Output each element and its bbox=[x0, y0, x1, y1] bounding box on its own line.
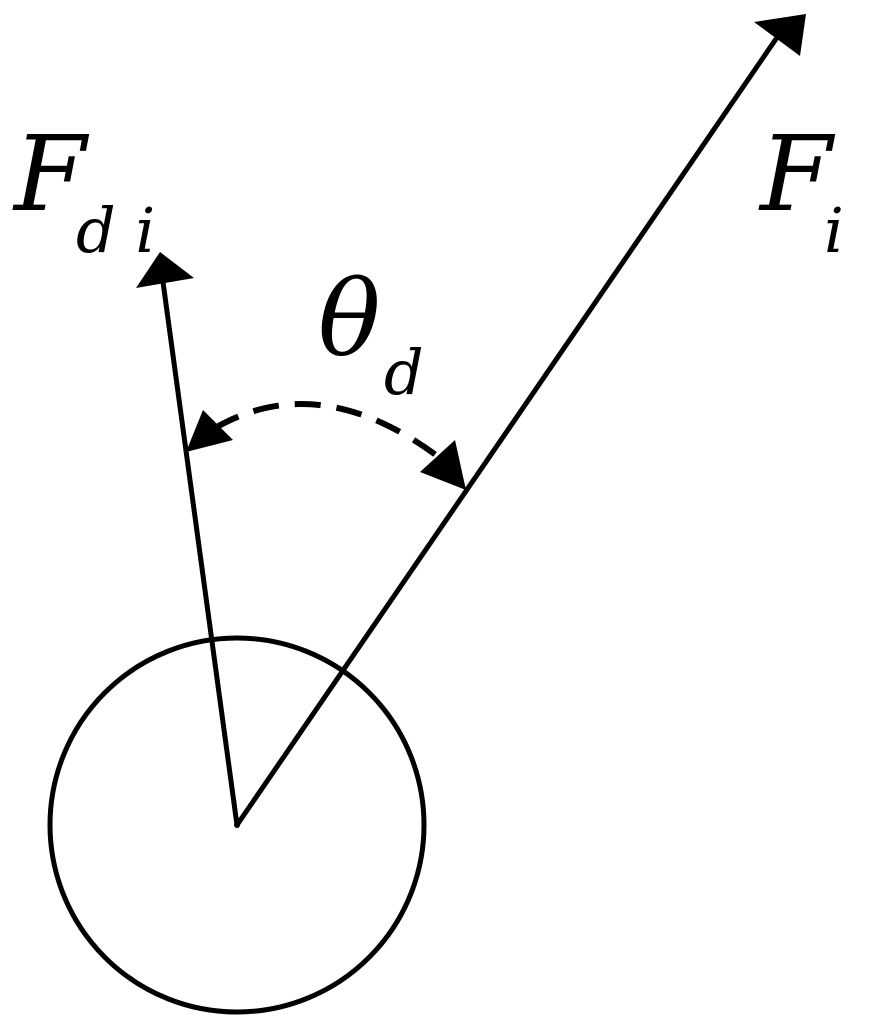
angle-arc-dashed bbox=[213, 401, 442, 461]
angle-arc-arrowhead-left bbox=[186, 410, 233, 452]
label-theta-sub: d bbox=[384, 336, 424, 409]
origin-point bbox=[234, 822, 240, 828]
force-vector-fi bbox=[234, 34, 781, 827]
label-fi-sub: i bbox=[824, 194, 844, 267]
label-theta-base: θ bbox=[318, 258, 381, 380]
label-fdi-sub: d i bbox=[76, 194, 155, 267]
force-fdi-arrowhead bbox=[136, 252, 194, 288]
particle-circle bbox=[47, 635, 427, 1015]
label-force-fi: F i bbox=[758, 113, 844, 267]
label-fdi-base: F bbox=[12, 113, 90, 235]
force-fi-arrowhead bbox=[754, 14, 806, 56]
angle-arc-arrowhead-right bbox=[420, 440, 466, 490]
label-force-fdi: F d i bbox=[12, 113, 155, 267]
force-vector-fdi bbox=[160, 281, 240, 826]
label-fi-base: F bbox=[758, 113, 836, 235]
label-angle-theta-d: θ d bbox=[318, 258, 424, 409]
